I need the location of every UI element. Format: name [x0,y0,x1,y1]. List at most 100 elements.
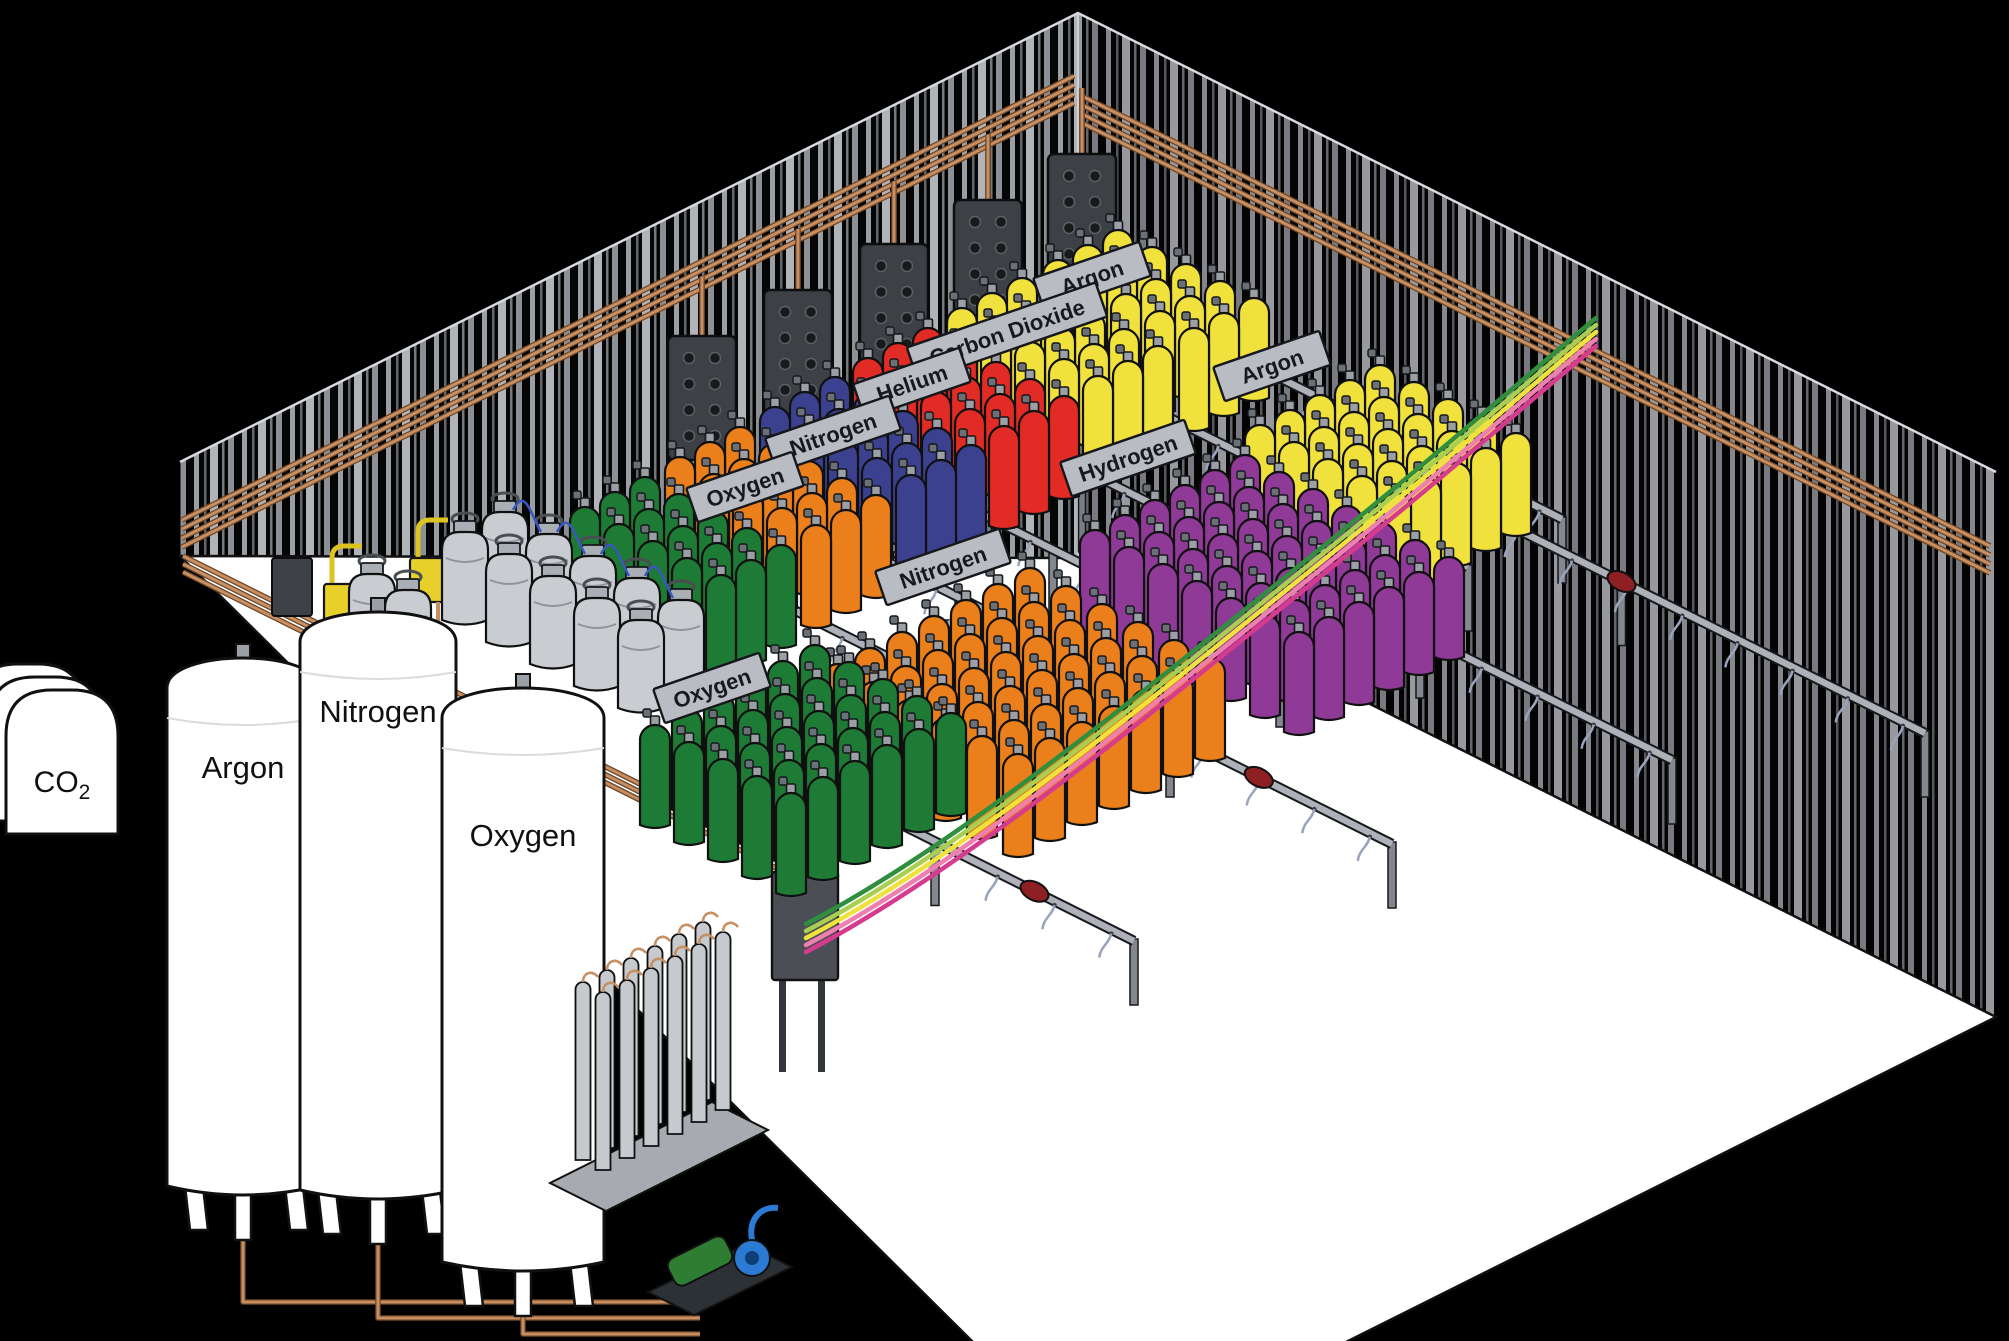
tube-cylinder [594,991,612,1171]
cylinder-body [1499,431,1533,538]
cylinder-valve-handle [1001,703,1011,713]
cylinder-valve-handle [1105,213,1115,223]
cylinder-valve-handle [1376,570,1386,580]
cylinder-valve-handle [864,441,874,451]
cylinder-valve-handle [806,694,816,704]
cylinder-valve-handle [1307,378,1317,388]
cylinder-body [1193,656,1227,763]
cylinder-valve-handle [1173,247,1183,257]
cylinder-valve-handle [1274,519,1284,529]
cylinder-valve-handle [1129,639,1139,649]
hanging-hose [1098,933,1113,958]
cylinder-valve-handle [1176,500,1186,510]
cylinder-valve-handle [1383,476,1393,486]
cylinder-valve-handle [965,685,975,695]
cylinder-body [799,523,833,630]
pump-inlet [745,1251,759,1265]
transfer-hose [555,521,587,555]
label-plate [1212,330,1332,402]
cylinder-body [1017,409,1051,516]
rail-post [1920,730,1930,798]
cylinder-body [740,774,774,881]
hanging-hose [1205,445,1220,471]
panel-port [682,377,696,391]
cylinder-valve-handle [708,709,718,719]
cylinder-valve-handle [833,493,843,503]
panel-port [804,305,818,319]
cylinder-valve-handle [928,443,938,453]
cylinder-valve-handle [863,478,873,488]
argon-storage-tank: Argon [165,643,321,1242]
cylinder-valve-handle [810,760,820,770]
cylinder-body [1177,326,1211,433]
cylinder-valve-handle [676,725,686,735]
cylinder-valve-handle [762,390,772,400]
pump-motor [666,1235,734,1287]
cylinder-valve-handle [632,460,642,470]
cylinder-valve-handle [979,276,989,286]
gas-cylinder [1312,600,1346,722]
cylinder-valve-handle [1341,395,1351,405]
cylinder-valve-handle [1101,689,1111,699]
cylinder-group-oxygen-front [638,628,968,898]
cylinder-body [638,723,672,830]
panel-port [682,403,696,417]
hanging-hose [1301,808,1316,834]
colored-gas-hose [803,322,1599,934]
cylinder-valve-handle [957,617,967,627]
tube-pigtail [649,957,668,969]
gas-cylinder [740,759,774,881]
cylinder-valve-handle [742,726,752,736]
cylinder-valve-handle [761,427,771,437]
fill-head [1606,570,1637,593]
cylinder-valve-handle [987,377,997,387]
cylinder-valve-handle [1286,615,1296,625]
cylinder-valve-handle [776,743,786,753]
cylinder-valve-handle [1180,532,1190,542]
tank-label: Oxygen [470,818,577,853]
cylinder-valve-handle [1045,243,1055,253]
cylinder-valve-handle [840,711,850,721]
cylinder-valve-handle [1218,581,1228,591]
panel-port [874,337,888,351]
cylinder-valve-handle [636,492,646,502]
tank-pipe-nitrogen [376,1220,700,1320]
cylinder-body [838,759,872,866]
cylinder-valve-handle [889,615,899,625]
hanging-hose [1356,836,1372,862]
cylinder-valve-handle [1214,549,1224,559]
cylinder-valve-handle [838,678,848,688]
cylinder-valve-handle [808,727,818,737]
cylinder-valve-handle [774,710,784,720]
panel-port [682,351,696,365]
cylinder-valve-handle [1005,737,1015,747]
dewar-seam [445,557,485,563]
cylinder-valve-handle [1311,410,1321,420]
gas-cylinder [764,528,798,650]
liquid-cylinder-dewar [484,533,534,648]
cylinder-valve-handle [1177,279,1187,289]
cylinder-valve-handle [872,695,882,705]
cylinder-valve-handle [1069,705,1079,715]
dewar-body [440,530,490,626]
cylinder-valve-handle [1244,534,1254,544]
colored-gas-hose [803,329,1599,941]
gas-cylinder [934,696,968,818]
gas-cylinder [1402,555,1436,677]
hanging-hose [1636,752,1651,778]
cylinder-valve-handle [822,360,832,370]
cylinder-valve-handle [1181,311,1191,321]
rail-post [1463,564,1473,632]
cylinder-valve-handle [1206,485,1216,495]
panel-port [708,403,722,417]
panel-port [778,357,792,371]
cylinder-valve-handle [906,712,916,722]
cylinder-valve-handle [1401,365,1411,375]
transfer-hose [599,543,631,577]
cylinder-valve-handle [929,667,939,677]
gas-cylinder [987,409,1021,531]
cylinder-valve-handle [802,628,812,638]
transfer-hose [511,499,543,533]
cylinder-valve-handle [792,375,802,385]
